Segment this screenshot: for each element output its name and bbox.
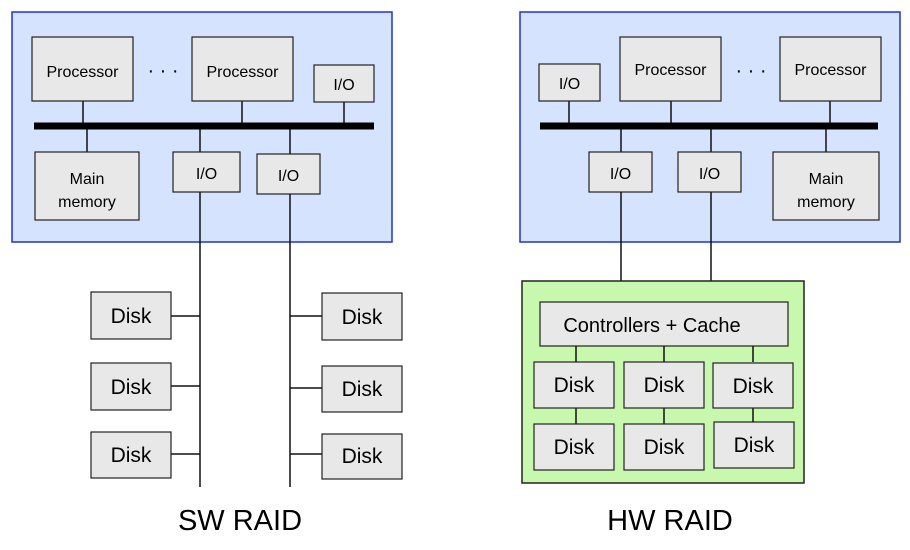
hw-disk-label: Disk — [644, 436, 685, 459]
hw-processor-left-label: Processor — [634, 62, 707, 79]
sw-raid-diagram: Processor · · · Processor I/O Main memor… — [11, 11, 403, 537]
sw-disk-label: Disk — [111, 376, 152, 399]
sw-io-left — [172, 151, 241, 193]
hw-disk — [713, 421, 795, 469]
hw-main-memory-line1: Main — [809, 171, 844, 188]
hw-main-memory — [772, 151, 880, 221]
sw-disk — [321, 292, 403, 341]
sw-ellipsis: · · · — [147, 60, 178, 82]
sw-main-memory-line1: Main — [70, 171, 105, 188]
sw-disk-label: Disk — [342, 378, 383, 401]
hw-raid-caption: HW RAID — [607, 505, 733, 537]
hw-io-left-label: I/O — [610, 166, 631, 183]
sw-disk-label: Disk — [342, 306, 383, 329]
hw-processor-right-label: Processor — [794, 62, 867, 79]
hw-io-top — [538, 63, 601, 102]
hw-disk — [623, 361, 705, 409]
sw-io-right — [256, 153, 321, 195]
hw-io-top-label: I/O — [559, 76, 580, 93]
sw-processor-right-label: Processor — [206, 64, 279, 81]
hw-processor-right — [779, 36, 882, 102]
hw-disk — [533, 423, 615, 471]
hw-disk-label: Disk — [554, 374, 595, 397]
hw-disk-label: Disk — [733, 375, 774, 398]
hw-controller-label: Controllers + Cache — [563, 315, 740, 337]
sw-main-memory — [34, 151, 140, 221]
sw-raid-caption: SW RAID — [178, 505, 302, 537]
hw-processor-left — [619, 36, 722, 102]
sw-processor-right — [191, 36, 294, 102]
sw-main-memory-line2: memory — [58, 194, 116, 211]
hw-io-right — [677, 151, 742, 193]
hw-disk-label: Disk — [644, 374, 685, 397]
hw-disk-label: Disk — [734, 434, 775, 457]
sw-processor-left — [31, 36, 134, 102]
sw-disk — [90, 431, 172, 479]
hw-disk — [623, 423, 705, 471]
hw-main-memory-line2: memory — [797, 194, 855, 211]
hw-io-right-label: I/O — [699, 166, 720, 183]
sw-disk-label: Disk — [111, 444, 152, 467]
sw-disk — [321, 365, 403, 413]
hw-raid-diagram: I/O Processor · · · Processor I/O I/O Ma… — [519, 11, 901, 537]
sw-disk — [90, 362, 172, 411]
sw-disk-label: Disk — [342, 445, 383, 468]
sw-disk-label: Disk — [111, 305, 152, 328]
hw-io-left — [588, 151, 653, 193]
sw-io-top — [313, 64, 375, 103]
hw-disk — [533, 361, 615, 409]
sw-io-right-label: I/O — [278, 168, 299, 185]
sw-disk — [90, 291, 172, 340]
hw-ellipsis: · · · — [735, 60, 766, 82]
sw-io-left-label: I/O — [196, 166, 217, 183]
hw-disk-label: Disk — [554, 436, 595, 459]
sw-io-top-label: I/O — [333, 77, 354, 94]
hw-disk — [712, 362, 794, 409]
sw-disk — [321, 433, 403, 480]
sw-processor-left-label: Processor — [46, 64, 119, 81]
